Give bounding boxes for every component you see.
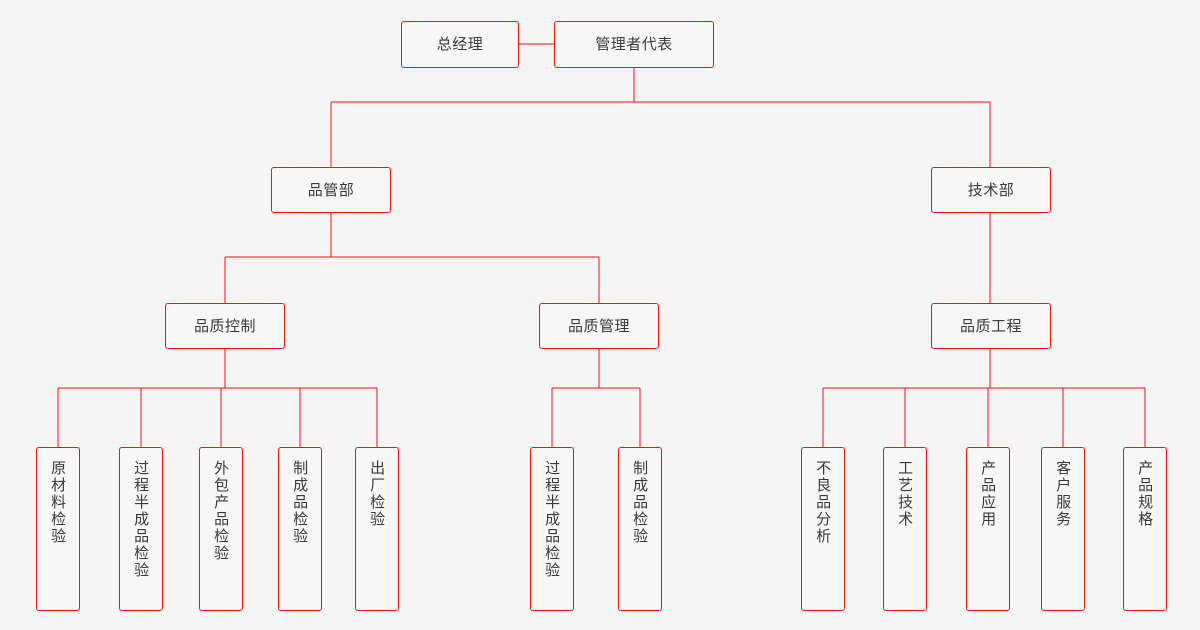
org-node-label-raw_mat: 原材料检验 xyxy=(49,460,68,545)
org-node-label-finished_b: 制成品检验 xyxy=(631,460,650,545)
org-node-label-defect: 不良品分析 xyxy=(814,460,833,545)
org-node-prod_app[interactable]: 产品应用 xyxy=(966,447,1010,611)
org-node-outgoing[interactable]: 出厂检验 xyxy=(355,447,399,611)
org-node-mgmt_rep[interactable]: 管理者代表 xyxy=(554,21,714,68)
org-node-q_management[interactable]: 品质管理 xyxy=(539,303,659,349)
org-node-label-finished_a: 制成品检验 xyxy=(291,460,310,545)
org-node-label-gm: 总经理 xyxy=(436,35,484,54)
org-node-label-wip_insp_a: 过程半成品检验 xyxy=(132,460,151,579)
org-node-label-prod_spec: 产品规格 xyxy=(1136,460,1155,528)
org-node-wip_insp_a[interactable]: 过程半成品检验 xyxy=(119,447,163,611)
org-node-label-process_tech: 工艺技术 xyxy=(896,460,915,528)
org-node-label-q_management: 品质管理 xyxy=(567,316,630,335)
org-node-label-qc_dept: 品管部 xyxy=(307,180,355,199)
org-node-label-q_control: 品质控制 xyxy=(193,316,256,335)
org-node-prod_spec[interactable]: 产品规格 xyxy=(1123,447,1167,611)
org-node-q_control[interactable]: 品质控制 xyxy=(165,303,285,349)
org-node-label-outgoing: 出厂检验 xyxy=(368,460,387,528)
org-node-q_engineering[interactable]: 品质工程 xyxy=(931,303,1051,349)
org-node-wip_insp_b[interactable]: 过程半成品检验 xyxy=(530,447,574,611)
org-node-qc_dept[interactable]: 品管部 xyxy=(271,167,391,213)
org-node-label-mgmt_rep: 管理者代表 xyxy=(595,35,673,54)
org-node-tech_dept[interactable]: 技术部 xyxy=(931,167,1051,213)
org-node-outsource[interactable]: 外包产品检验 xyxy=(199,447,243,611)
org-node-finished_a[interactable]: 制成品检验 xyxy=(278,447,322,611)
org-node-raw_mat[interactable]: 原材料检验 xyxy=(36,447,80,611)
org-node-label-q_engineering: 品质工程 xyxy=(959,316,1022,335)
org-node-label-prod_app: 产品应用 xyxy=(979,460,998,528)
org-node-gm[interactable]: 总经理 xyxy=(401,21,519,68)
org-node-label-wip_insp_b: 过程半成品检验 xyxy=(543,460,562,579)
org-node-cust_service[interactable]: 客户服务 xyxy=(1041,447,1085,611)
org-node-defect[interactable]: 不良品分析 xyxy=(801,447,845,611)
org-node-label-cust_service: 客户服务 xyxy=(1054,460,1073,528)
org-node-process_tech[interactable]: 工艺技术 xyxy=(883,447,927,611)
org-node-label-outsource: 外包产品检验 xyxy=(212,460,231,562)
org-node-label-tech_dept: 技术部 xyxy=(967,180,1015,199)
org-node-finished_b[interactable]: 制成品检验 xyxy=(618,447,662,611)
